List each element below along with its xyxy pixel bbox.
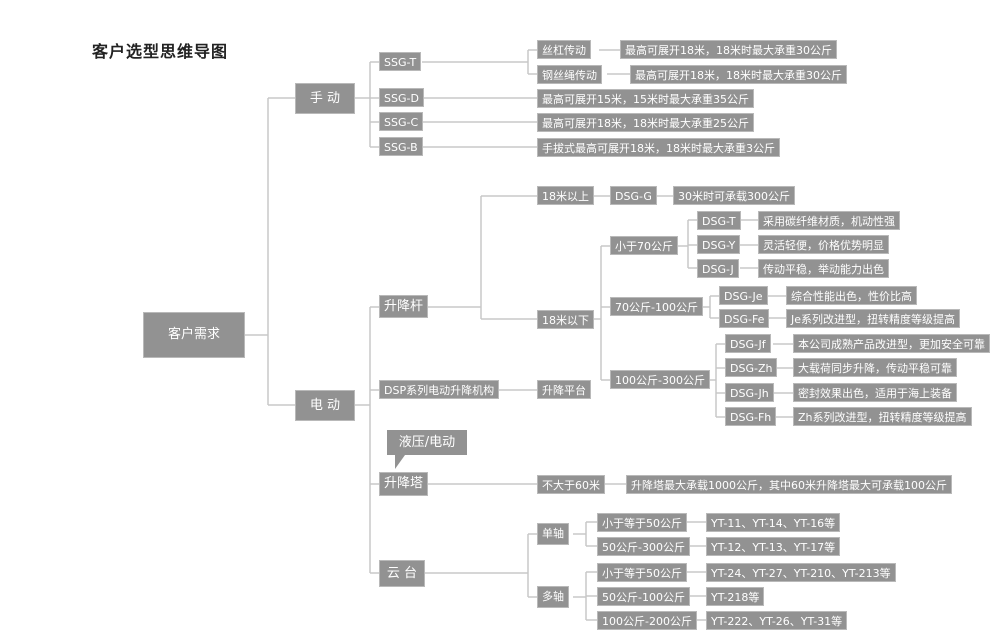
node-single-axis: 单轴 [537,523,569,545]
callout-hydraulic-electric: 液压/电动 [387,430,467,469]
desc-screw-drive: 最高可展开18米，18米时最大承重30公斤 [620,40,837,59]
node-dsg-zh: DSG-Zh [725,358,778,377]
desc-dsg-g: 30米时可承载300公斤 [673,186,795,205]
node-wire-drive: 钢丝绳传动 [537,65,602,84]
models-single-50-300kg: YT-12、YT-13、YT-17等 [706,537,841,556]
node-100-300kg: 100公斤-300公斤 [610,370,710,389]
node-dsg-g: DSG-G [610,186,657,205]
node-dsg-t: DSG-T [697,211,741,230]
root-node-customer-needs: 客户需求 [143,312,245,358]
node-lifting-tower: 升降塔 [379,472,429,496]
desc-dsg-j: 传动平稳，举动能力出色 [758,259,889,278]
desc-dsg-t: 采用碳纤维材质，机动性强 [758,211,900,230]
models-single-le-50kg: YT-11、YT-14、YT-16等 [706,513,841,532]
node-70-100kg: 70公斤-100公斤 [610,297,703,316]
node-multi-50-100kg: 50公斤-100公斤 [597,587,690,606]
desc-dsg-je: 综合性能出色，性价比高 [786,286,917,305]
desc-dsg-fe: Je系列改进型，扭转精度等级提高 [786,309,961,328]
desc-lifting-tower: 升降塔最大承载1000公斤，其中60米升降塔最大可承载100公斤 [626,475,952,494]
node-manual: 手 动 [295,83,355,114]
node-lifting-platform: 升降平台 [537,380,591,399]
node-ssg-d: SSG-D [379,88,424,107]
node-max-60m: 不大于60米 [537,475,605,494]
node-dsg-jf: DSG-Jf [725,334,771,353]
node-screw-drive: 丝杠传动 [537,40,591,59]
desc-dsg-jf: 本公司成熟产品改进型，更加安全可靠 [793,334,990,353]
node-ssg-c: SSG-C [379,112,424,131]
node-ssg-t: SSG-T [379,52,422,71]
node-below-18m: 18米以下 [537,310,594,329]
desc-ssg-d: 最高可展开15米，15米时最大承重35公斤 [537,89,754,108]
node-dsg-jh: DSG-Jh [725,383,774,402]
node-electric: 电 动 [295,390,355,421]
node-single-le-50kg: 小于等于50公斤 [597,513,687,532]
node-lt-70kg: 小于70公斤 [610,236,678,255]
node-dsp-series: DSP系列电动升降机构 [379,380,500,399]
desc-dsg-jh: 密封效果出色，适用于海上装备 [793,383,957,402]
node-dsg-y: DSG-Y [697,235,741,254]
node-multi-le-50kg: 小于等于50公斤 [597,563,687,582]
node-dsg-fh: DSG-Fh [725,407,777,426]
desc-wire-drive: 最高可展开18米，18米时最大承重30公斤 [630,65,847,84]
models-multi-le-50kg: YT-24、YT-27、YT-210、YT-213等 [706,563,896,582]
desc-dsg-zh: 大载荷同步升降，传动平稳可靠 [793,358,957,377]
node-multi-axis: 多轴 [537,586,569,608]
desc-dsg-fh: Zh系列改进型，扭转精度等级提高 [793,407,972,426]
node-lifting-mast: 升降杆 [379,295,429,318]
node-ssg-b: SSG-B [379,137,423,156]
node-dsg-j: DSG-J [697,259,739,278]
page-title: 客户选型思维导图 [92,42,229,61]
desc-ssg-b: 手拔式最高可展开18米，18米时最大承重3公斤 [537,138,780,157]
node-single-50-300kg: 50公斤-300公斤 [597,537,690,556]
models-multi-50-100kg: YT-218等 [706,587,765,606]
desc-dsg-y: 灵活轻便，价格优势明显 [758,235,889,254]
desc-ssg-c: 最高可展开18米，18米时最大承重25公斤 [537,113,754,132]
node-dsg-fe: DSG-Fe [719,309,770,328]
node-multi-100-200kg: 100公斤-200公斤 [597,611,697,630]
models-multi-100-200kg: YT-222、YT-26、YT-31等 [706,611,848,630]
node-above-18m: 18米以上 [537,186,594,205]
node-ptz: 云 台 [379,560,425,587]
node-dsg-je: DSG-Je [719,286,768,305]
